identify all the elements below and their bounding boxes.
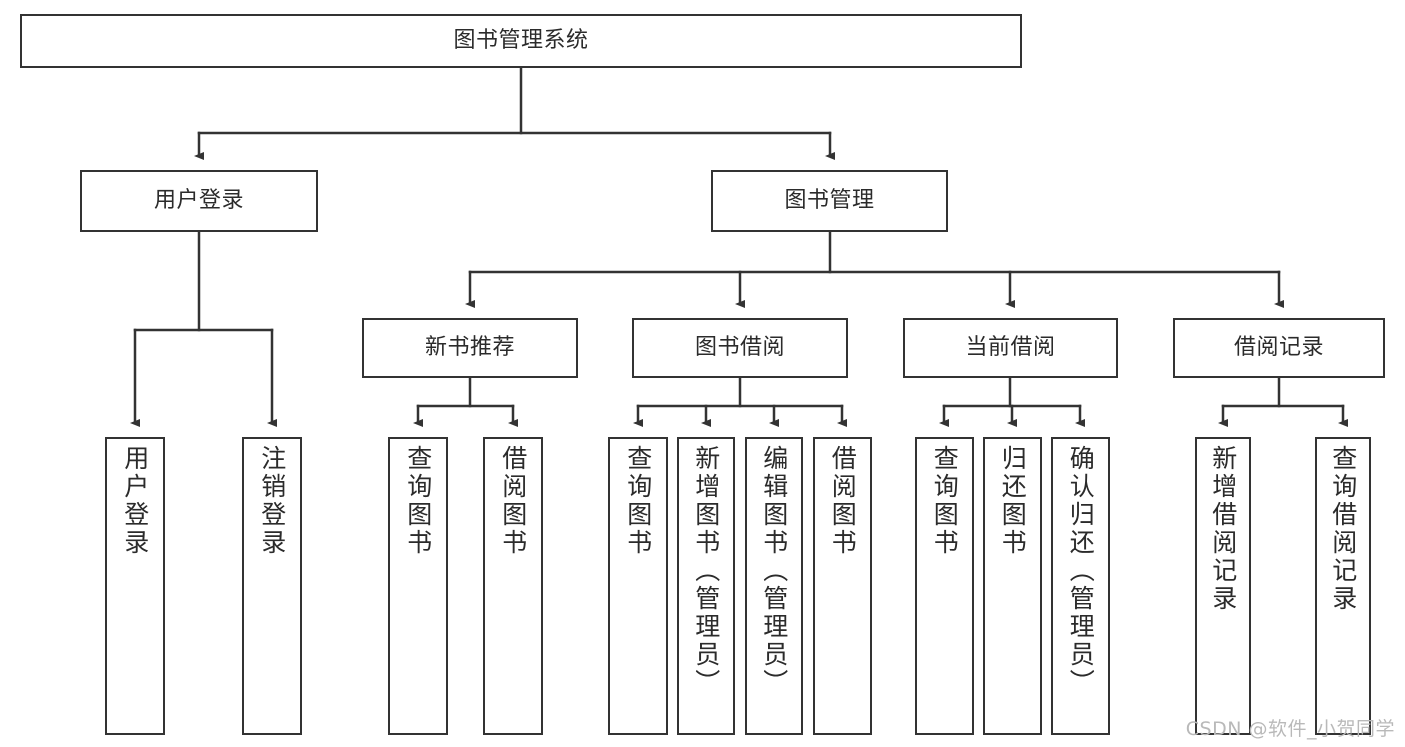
node-leaf-logout-label: 注销登录	[257, 445, 287, 557]
node-leaf-add-book[interactable]: 新增图书（管理员）	[677, 437, 735, 735]
node-leaf-query-book-3[interactable]: 查询图书	[915, 437, 974, 735]
node-borrow-record[interactable]: 借阅记录	[1173, 318, 1385, 378]
node-leaf-query-book-3-label: 查询图书	[930, 445, 960, 557]
node-book-manage-label: 图书管理	[784, 188, 875, 214]
node-leaf-edit-book-label: 编辑图书（管理员）	[759, 445, 789, 697]
node-root[interactable]: 图书管理系统	[20, 14, 1022, 68]
node-book-borrow-label: 图书借阅	[694, 335, 785, 361]
node-book-manage[interactable]: 图书管理	[711, 170, 948, 232]
node-borrow-record-label: 借阅记录	[1233, 335, 1324, 361]
node-leaf-logout[interactable]: 注销登录	[242, 437, 302, 735]
node-new-book-recommend[interactable]: 新书推荐	[362, 318, 578, 378]
node-current-borrow-label: 当前借阅	[965, 335, 1056, 361]
node-leaf-add-book-label: 新增图书（管理员）	[691, 445, 721, 697]
node-new-book-recommend-label: 新书推荐	[424, 335, 515, 361]
node-leaf-query-record-label: 查询借阅记录	[1328, 445, 1358, 613]
node-leaf-query-book-2[interactable]: 查询图书	[608, 437, 668, 735]
node-leaf-confirm-return[interactable]: 确认归还（管理员）	[1051, 437, 1110, 735]
node-leaf-add-record-label: 新增借阅记录	[1208, 445, 1238, 613]
node-user-login[interactable]: 用户登录	[80, 170, 318, 232]
node-leaf-edit-book[interactable]: 编辑图书（管理员）	[745, 437, 803, 735]
node-leaf-user-login[interactable]: 用户登录	[105, 437, 165, 735]
node-leaf-borrow-book-2[interactable]: 借阅图书	[813, 437, 872, 735]
node-leaf-confirm-return-label: 确认归还（管理员）	[1066, 445, 1096, 697]
node-leaf-query-book-2-label: 查询图书	[623, 445, 653, 557]
node-leaf-add-record[interactable]: 新增借阅记录	[1195, 437, 1251, 735]
node-leaf-query-record[interactable]: 查询借阅记录	[1315, 437, 1371, 735]
node-leaf-borrow-book-1[interactable]: 借阅图书	[483, 437, 543, 735]
node-leaf-return-book-label: 归还图书	[998, 445, 1028, 557]
node-leaf-borrow-book-2-label: 借阅图书	[828, 445, 858, 557]
node-leaf-user-login-label: 用户登录	[120, 445, 150, 557]
node-leaf-query-book-1-label: 查询图书	[403, 445, 433, 557]
node-user-login-label: 用户登录	[153, 188, 244, 214]
node-leaf-borrow-book-1-label: 借阅图书	[498, 445, 528, 557]
node-leaf-return-book[interactable]: 归还图书	[983, 437, 1042, 735]
node-root-label: 图书管理系统	[453, 28, 589, 54]
node-current-borrow[interactable]: 当前借阅	[903, 318, 1118, 378]
node-leaf-query-book-1[interactable]: 查询图书	[388, 437, 448, 735]
watermark: CSDN @软件_小贺同学	[1185, 718, 1395, 740]
node-book-borrow[interactable]: 图书借阅	[632, 318, 848, 378]
